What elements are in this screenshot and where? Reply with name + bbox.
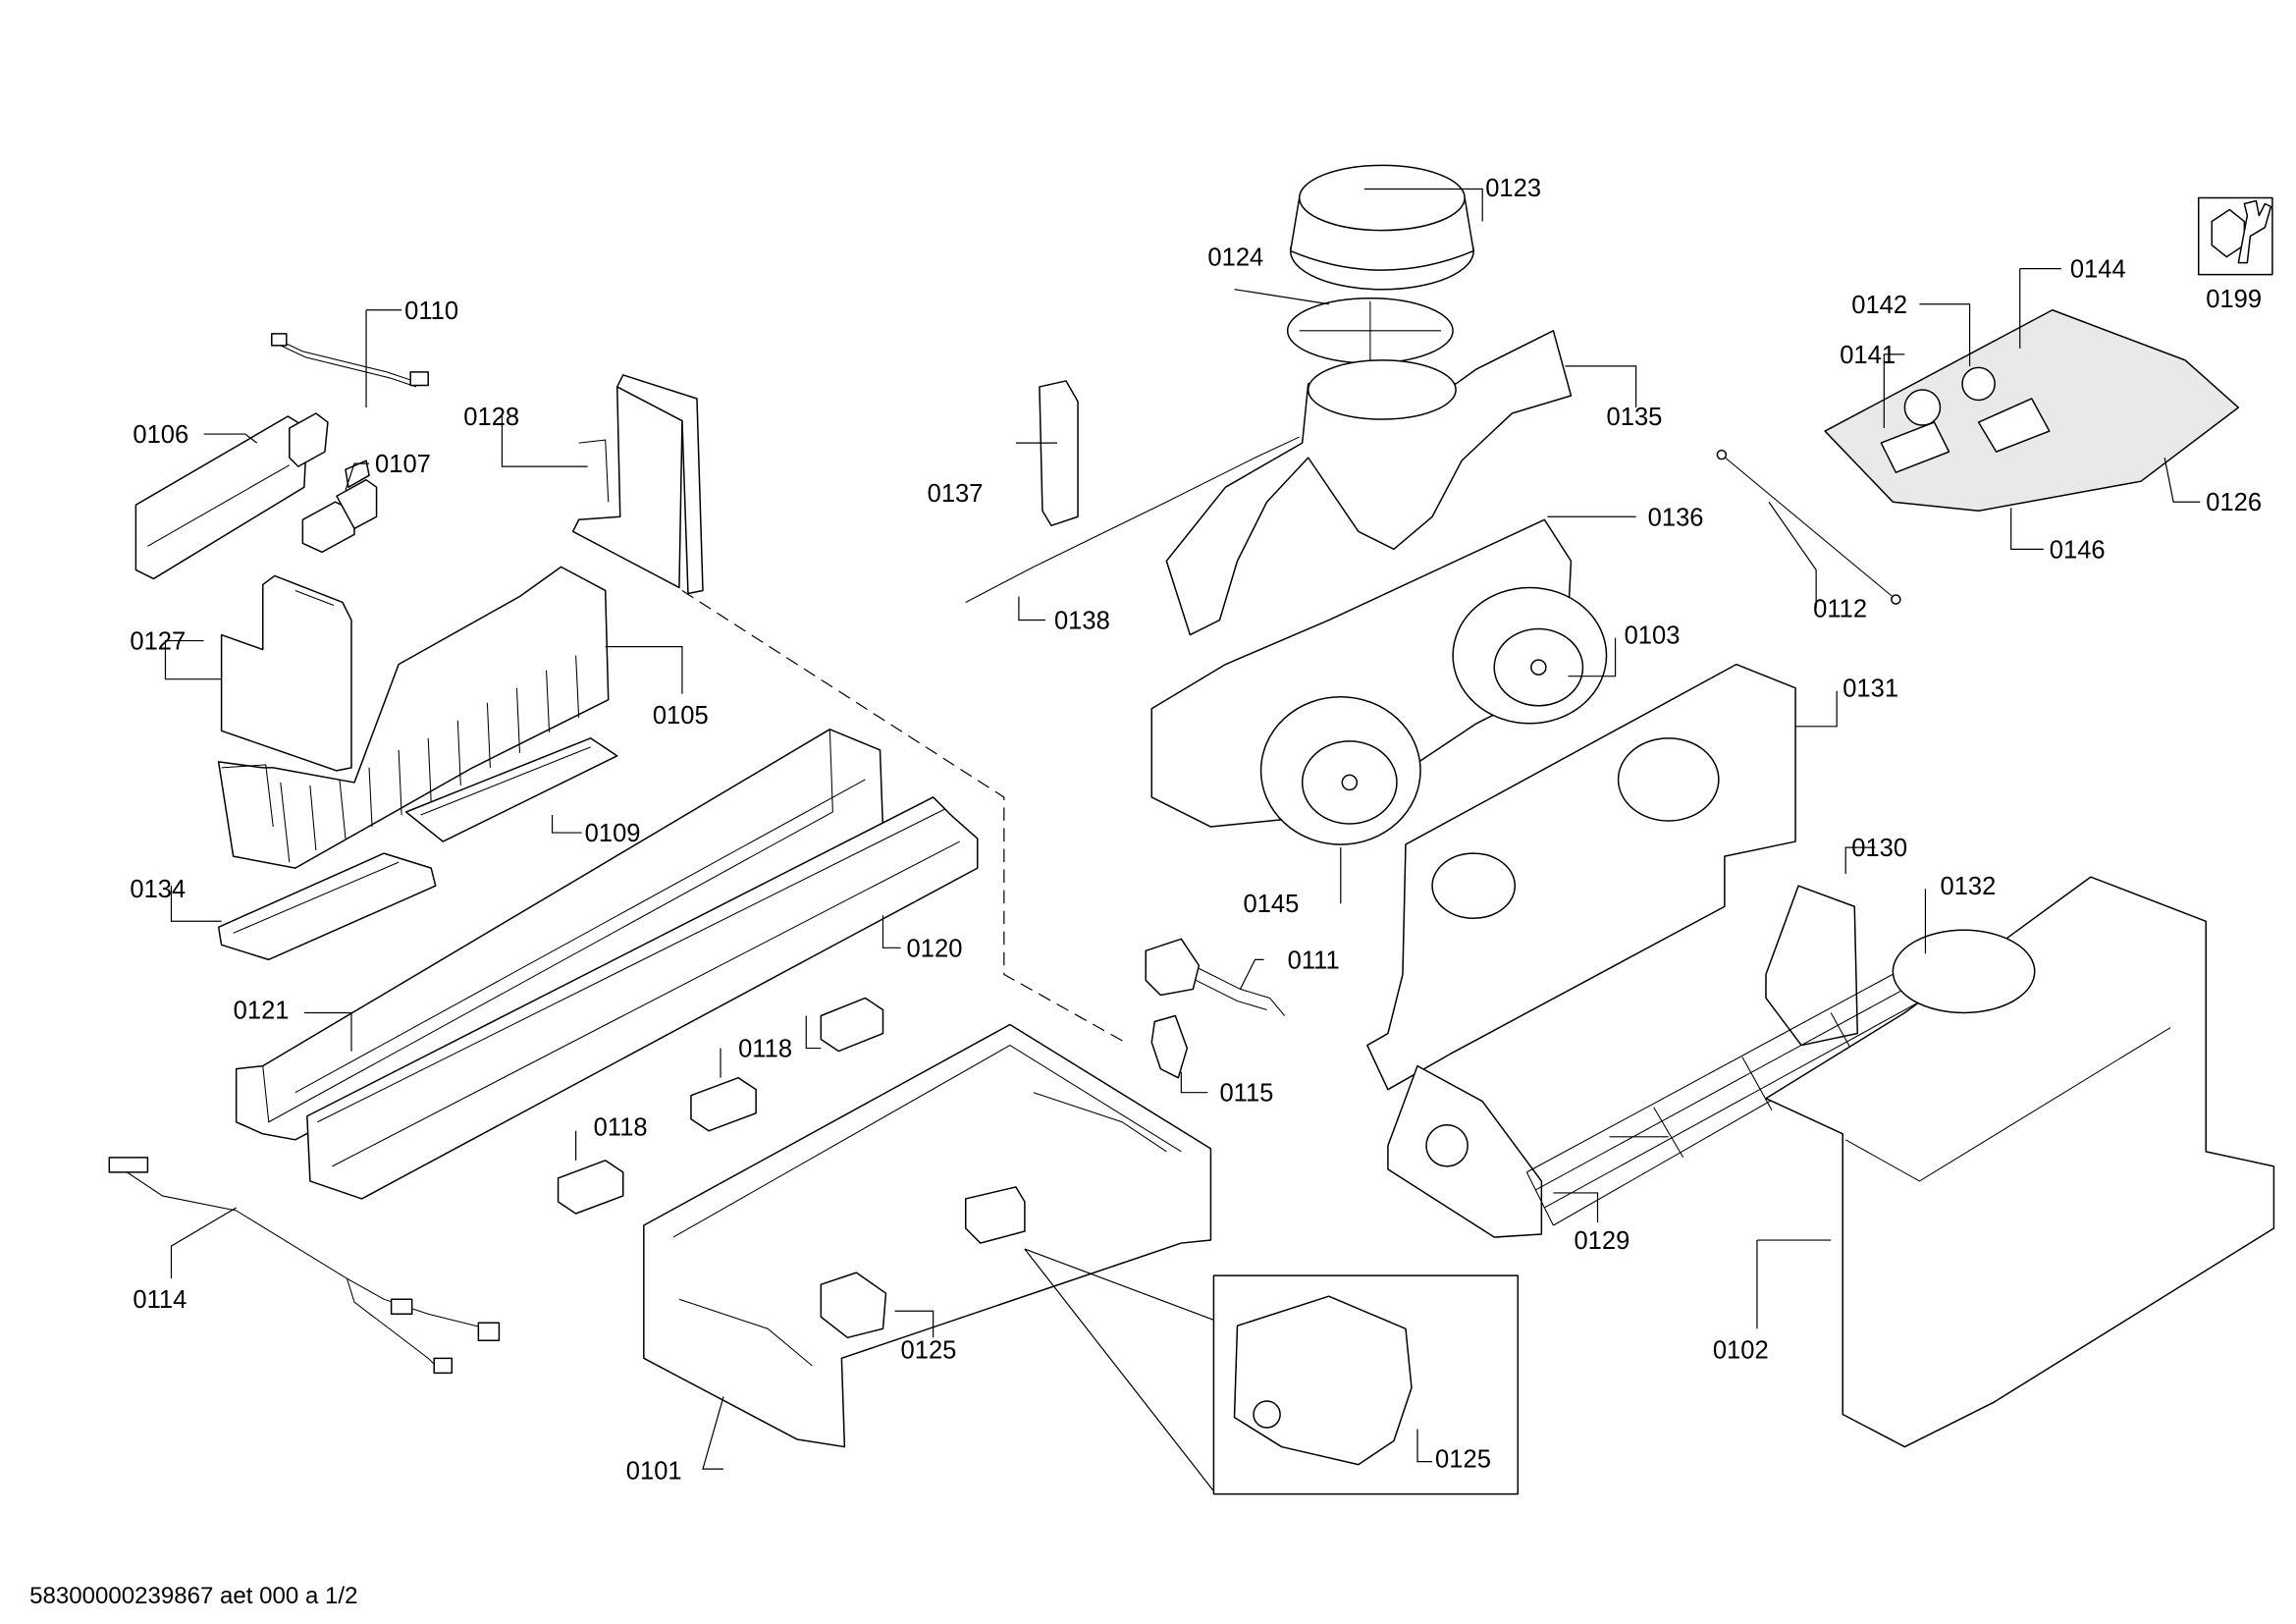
label-0102: 0102 <box>1713 1336 1769 1364</box>
part-labels: 0110 0106 0107 0128 0127 0105 0109 0134 … <box>29 175 2262 1609</box>
flap-assembly-0124 <box>1286 297 1454 364</box>
label-0138: 0138 <box>1054 608 1110 635</box>
blower-wheel-0103 <box>1452 586 1608 725</box>
earth-wire-0112 <box>1716 449 1901 605</box>
power-cord-0111 <box>1145 938 1286 1016</box>
installation-kit-0126 <box>1824 309 2240 513</box>
label-0121: 0121 <box>234 998 290 1025</box>
label-0114: 0114 <box>133 1286 187 1314</box>
guide-strip-0137 <box>1039 380 1079 527</box>
label-0125-detail: 0125 <box>1435 1446 1491 1474</box>
label-0144: 0144 <box>2070 256 2126 284</box>
label-0125-small: 0125 <box>901 1336 957 1364</box>
blower-wheel-0145 <box>1259 695 1421 845</box>
label-0142: 0142 <box>1851 292 1907 319</box>
label-0126: 0126 <box>2206 489 2262 516</box>
terminal-block-0118-lower <box>557 1160 624 1215</box>
label-0109: 0109 <box>585 820 641 847</box>
cabinet-housing-0102 <box>1765 876 2275 1448</box>
label-0137: 0137 <box>928 480 984 508</box>
document-id: 58300000239867 aet 000 a 1/2 <box>29 1583 357 1609</box>
label-0131: 0131 <box>1842 676 1898 703</box>
label-0118-lower: 0118 <box>594 1113 648 1141</box>
side-bracket-0128 <box>571 374 704 595</box>
label-0129: 0129 <box>1574 1227 1629 1255</box>
label-0106: 0106 <box>133 421 188 449</box>
label-0111: 0111 <box>1288 947 1340 974</box>
label-0134: 0134 <box>130 876 186 903</box>
electronics-housing-0105 <box>217 566 610 869</box>
rear-panel-0131 <box>1366 663 1796 1091</box>
ground-wire-0138 <box>965 436 1300 603</box>
label-0118-upper: 0118 <box>738 1036 792 1063</box>
label-0101: 0101 <box>626 1458 682 1486</box>
fan-housing-top-0135 <box>1165 330 1573 636</box>
base-frame-0101 <box>643 1023 1212 1448</box>
terminal-block-0118-middle <box>690 1076 757 1132</box>
label-0145: 0145 <box>1244 891 1300 918</box>
label-0132: 0132 <box>1940 873 1996 900</box>
label-0127: 0127 <box>130 628 186 656</box>
label-0128: 0128 <box>463 404 519 431</box>
retaining-clip-0115 <box>1150 1014 1189 1079</box>
label-0146: 0146 <box>2050 536 2106 564</box>
dashed-leader-line <box>681 589 1126 1044</box>
label-0107: 0107 <box>375 451 431 478</box>
control-board-0106 <box>134 412 329 580</box>
switch-block-small <box>964 1186 1026 1244</box>
label-0136: 0136 <box>1648 504 1704 531</box>
support-rail-0120 <box>306 796 979 1200</box>
detail-inset-0125 <box>1024 1248 1520 1495</box>
label-0135: 0135 <box>1607 404 1663 431</box>
wrench-nut-icon <box>2197 196 2273 276</box>
cover-panel-0127 <box>220 574 352 772</box>
duct-collar-0123 <box>1289 164 1474 291</box>
connector-0125-small <box>820 1272 887 1339</box>
leader-lines <box>164 188 2201 1470</box>
side-bracket-0129 <box>1387 1064 1543 1238</box>
relay-blocks-0107 <box>301 460 378 554</box>
label-0115: 0115 <box>1219 1080 1273 1108</box>
side-bracket-0130 <box>1765 885 1859 1047</box>
label-0141: 0141 <box>1840 342 1896 369</box>
label-0103: 0103 <box>1625 623 1681 650</box>
frame-insert-0134 <box>217 852 437 961</box>
label-0124: 0124 <box>1207 244 1263 272</box>
label-0199: 0199 <box>2206 286 2262 313</box>
label-0105: 0105 <box>653 702 709 730</box>
wire-grille-0132 <box>1525 955 1938 1226</box>
label-0130: 0130 <box>1851 835 1907 862</box>
wire-harness-0110 <box>271 333 429 388</box>
cable-harness-0114 <box>108 1157 501 1375</box>
label-0110: 0110 <box>404 298 458 325</box>
label-0123: 0123 <box>1485 175 1541 202</box>
terminal-block-0118-upper <box>820 997 884 1053</box>
label-0120: 0120 <box>907 935 963 962</box>
label-0112: 0112 <box>1813 596 1867 623</box>
mounting-rail-0109 <box>404 737 618 842</box>
